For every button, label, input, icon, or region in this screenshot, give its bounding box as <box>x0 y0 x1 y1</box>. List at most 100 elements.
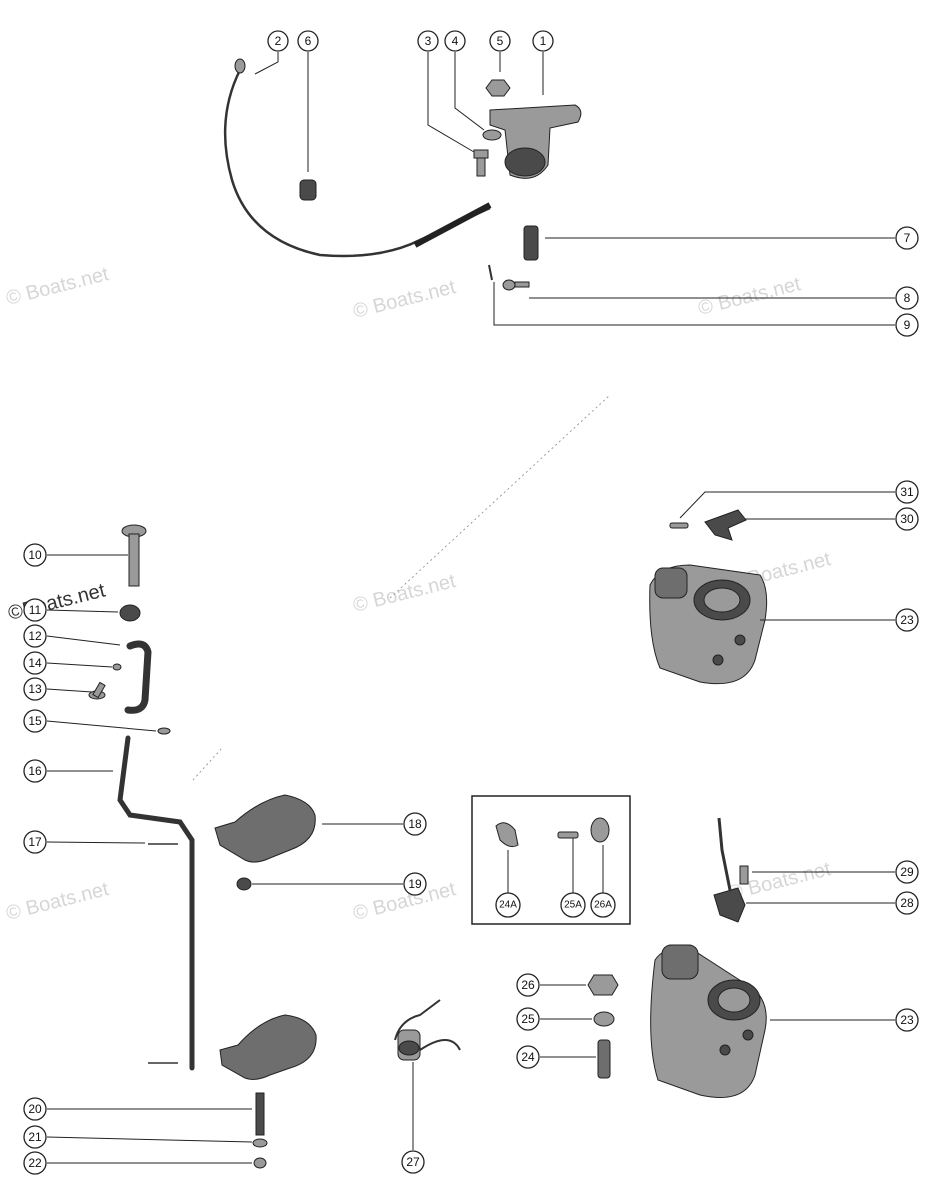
callout-5: 5 <box>489 30 511 52</box>
callout-6: 6 <box>297 30 319 52</box>
svg-text:28: 28 <box>900 896 914 910</box>
handle-part-12 <box>124 640 152 714</box>
callout-13: 13 <box>23 677 47 701</box>
svg-text:11: 11 <box>29 603 42 617</box>
leader-line <box>46 1136 253 1143</box>
svg-text:14: 14 <box>28 656 42 670</box>
link-part-28 <box>713 817 746 923</box>
carburetor-part-23-bottom <box>650 944 767 1098</box>
svg-text:24: 24 <box>521 1050 535 1064</box>
washer-part-4 <box>482 129 502 141</box>
screw-part-31 <box>669 522 689 529</box>
callout-9: 9 <box>895 313 919 337</box>
pin-part-24 <box>597 1039 611 1079</box>
washer-part-25 <box>593 1011 615 1027</box>
pin-part-25a <box>557 831 579 839</box>
callout-8: 8 <box>895 286 919 310</box>
cam-part-18 <box>214 794 316 863</box>
svg-text:26A: 26A <box>594 900 612 911</box>
svg-text:23: 23 <box>900 1013 914 1027</box>
leader-line <box>46 720 157 732</box>
screw-part-29 <box>739 865 749 885</box>
svg-text:22: 22 <box>28 1156 42 1170</box>
callout-10: 10 <box>23 543 47 567</box>
svg-text:1: 1 <box>540 34 547 48</box>
cotter-pin-part-9 <box>488 264 493 281</box>
callout-30: 30 <box>895 507 919 531</box>
leader-line <box>427 52 475 153</box>
svg-text:15: 15 <box>28 714 42 728</box>
leader-line <box>46 662 113 668</box>
watermark-dark: ©Boats.net <box>6 579 108 624</box>
callout-31: 31 <box>895 480 919 504</box>
svg-text:7: 7 <box>904 231 911 245</box>
grommet-part-6 <box>299 179 317 201</box>
callout-21: 21 <box>23 1125 47 1149</box>
washer-part-21 <box>252 1138 268 1148</box>
svg-text:12: 12 <box>28 629 42 643</box>
callout-24a: 24A <box>495 892 521 918</box>
screw-part-13 <box>88 681 106 700</box>
guide-line <box>389 394 611 599</box>
svg-text:24A: 24A <box>499 900 517 911</box>
leader-line <box>46 688 93 693</box>
watermark: © Boats.net <box>351 570 458 617</box>
bolt-part-10 <box>121 524 147 587</box>
svg-text:25: 25 <box>521 1012 535 1026</box>
svg-text:20: 20 <box>28 1102 42 1116</box>
callout-11: 11 <box>23 598 47 622</box>
nut-part-5 <box>485 79 511 97</box>
callout-23-top: 23 <box>895 608 919 632</box>
leader-line <box>679 491 895 519</box>
svg-text:27: 27 <box>406 1155 420 1169</box>
nut-part-26 <box>587 974 619 996</box>
leader-line <box>46 635 121 646</box>
watermark: © Boats.net <box>4 878 111 925</box>
lever-part-30 <box>704 509 747 541</box>
carburetor-part-23-top <box>649 564 768 685</box>
watermark: © Boats.net <box>696 273 803 320</box>
svg-text:19: 19 <box>408 877 422 891</box>
leader-line <box>254 52 279 75</box>
callout-26a: 26A <box>590 892 616 918</box>
svg-text:4: 4 <box>452 34 459 48</box>
callout-15: 15 <box>23 709 47 733</box>
svg-text:31: 31 <box>900 485 914 499</box>
svg-text:25A: 25A <box>564 900 582 911</box>
nut-part-19 <box>236 877 252 891</box>
svg-text:9: 9 <box>904 318 911 332</box>
callout-23-bottom: 23 <box>895 1008 919 1032</box>
rod-part-16 <box>117 735 195 1071</box>
callout-29: 29 <box>895 860 919 884</box>
svg-text:6: 6 <box>305 34 312 48</box>
callout-25a: 25A <box>560 892 586 918</box>
svg-text:17: 17 <box>28 835 42 849</box>
screw-part-3 <box>473 149 489 177</box>
leader-line <box>454 52 485 131</box>
svg-text:18: 18 <box>408 817 422 831</box>
callout-26: 26 <box>516 973 540 997</box>
callout-19: 19 <box>403 872 427 896</box>
svg-text:3: 3 <box>425 34 432 48</box>
callout-1: 1 <box>532 30 554 52</box>
callout-28: 28 <box>895 891 919 915</box>
spring-part-24a <box>495 822 519 848</box>
svg-text:30: 30 <box>900 512 914 526</box>
svg-text:8: 8 <box>904 291 911 305</box>
svg-text:21: 21 <box>28 1130 42 1144</box>
callout-18: 18 <box>403 812 427 836</box>
svg-text:16: 16 <box>28 764 42 778</box>
nut-part-22 <box>253 1157 267 1169</box>
callout-14: 14 <box>23 651 47 675</box>
callout-17: 17 <box>23 830 47 854</box>
svg-text:29: 29 <box>900 865 914 879</box>
bracket-part-1 <box>489 104 582 179</box>
cable-part-2 <box>223 58 492 258</box>
svg-text:2: 2 <box>275 34 282 48</box>
callout-7: 7 <box>895 226 919 250</box>
callout-3: 3 <box>417 30 439 52</box>
watermark: © Boats.net <box>351 276 458 323</box>
callout-16: 16 <box>23 759 47 783</box>
callout-24: 24 <box>516 1045 540 1069</box>
